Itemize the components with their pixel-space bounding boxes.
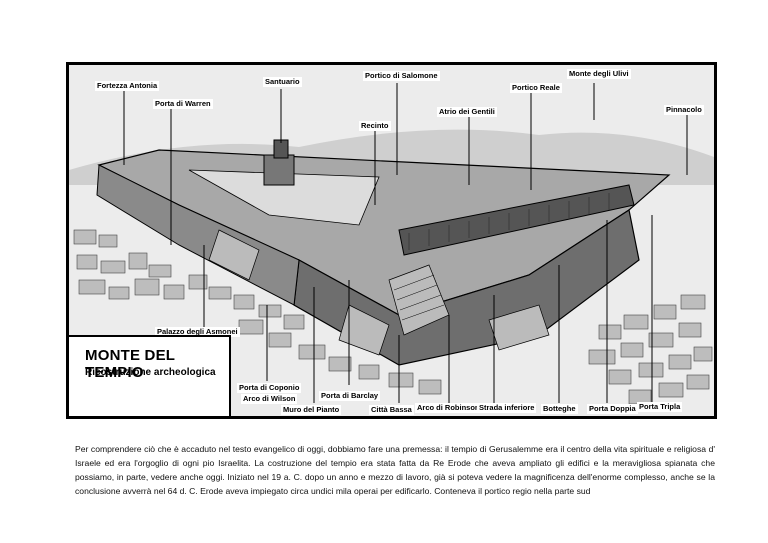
label-botteghe: Botteghe [541,404,578,414]
label-porta-coponio: Porta di Coponio [237,383,302,393]
figure-title: MONTE DEL TEMPIO [85,347,175,381]
label-porta-barclay: Porta di Barclay [319,391,381,401]
body-paragraph: Per comprendere ciò che è accaduto nel t… [75,443,715,497]
figure-subtitle: Ricostruzione archeologica [85,367,216,378]
figure-title-box: MONTE DEL TEMPIO Ricostruzione archeolog… [69,335,231,416]
label-arco-wilson: Arco di Wilson [241,394,298,404]
label-palazzo-asmonei: Palazzo degli Asmonei [155,327,240,337]
label-porta-doppia: Porta Doppia [587,404,638,414]
label-citta-bassa: Città Bassa [369,405,414,415]
label-recinto: Recinto [359,121,391,131]
label-monte-ulivi: Monte degli Ulivi [567,69,631,79]
temple-mount-illustration: Fortezza Antonia Santuario Portico di Sa… [66,62,717,419]
label-atrio-gentili: Atrio dei Gentili [437,107,497,117]
label-fortezza-antonia: Fortezza Antonia [95,81,160,91]
label-muro-pianto: Muro del Pianto [281,405,342,415]
label-santuario: Santuario [263,77,302,87]
label-porta-warren: Porta di Warren [153,99,213,109]
label-pinnacolo: Pinnacolo [664,105,704,115]
label-arco-robinson: Arco di Robinson [415,403,482,413]
label-strada-inferiore: Strada inferiore [477,403,537,413]
label-portico-reale: Portico Reale [510,83,562,93]
label-portico-salomone: Portico di Salomone [363,71,440,81]
label-porta-tripla: Porta Tripla [637,402,683,412]
